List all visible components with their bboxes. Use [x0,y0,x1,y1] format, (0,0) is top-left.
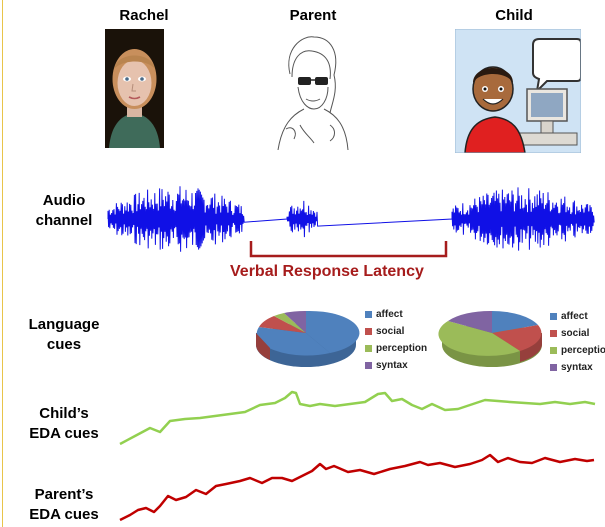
verbal-response-latency-label: Verbal Response Latency [230,263,424,280]
child-cartoon-image [455,29,581,153]
legend2-social-label: social [561,328,590,339]
legend1-perception: perception [365,340,427,357]
pie1-slice-affect-b [256,327,330,356]
legend1-social-label: social [376,326,405,337]
audio-waveform [107,186,595,252]
legend-pie-2: affect social perception syntax [550,308,605,376]
swatch-social-icon [550,330,557,337]
swatch-affect-icon [550,313,557,320]
pie2-slice-social [492,325,542,351]
left-border-rule [2,0,3,527]
legend1-perception-label: perception [376,343,428,354]
pie1-slice-syntax [284,310,306,333]
audio-waveform-path [107,186,595,252]
rachel-avatar-image [105,29,164,148]
legend1-social: social [365,323,427,340]
swatch-perception-icon [550,347,557,354]
label-audio-channel: Audio channel [24,191,104,231]
label-audio-line1: Audio [42,192,86,209]
legend2-syntax-label: syntax [561,362,593,373]
latency-bracket [249,241,448,258]
pie-chart-1 [256,310,360,367]
legend2-social: social [550,325,605,342]
legend2-perception-label: perception [561,345,605,356]
child-eda-trace [119,390,596,446]
swatch-syntax-icon [550,364,557,371]
swatch-affect-icon [365,311,372,318]
legend2-syntax: syntax [550,359,605,376]
parent-sketch-image [270,29,354,150]
label-parent-eda-line2: EDA cues [29,506,99,523]
legend1-syntax-label: syntax [376,360,408,371]
label-child-eda-line1: Child’s [39,405,89,422]
label-child-eda-line2: EDA cues [29,425,99,442]
pie1-slice-perception [274,313,306,333]
legend1-syntax: syntax [365,357,427,374]
header-child: Child [495,7,533,24]
label-audio-line2: channel [35,212,93,229]
pie2-slice-perception [438,321,520,356]
swatch-social-icon [365,328,372,335]
legend1-affect: affect [365,306,427,323]
swatch-syntax-icon [365,362,372,369]
header-parent: Parent [289,7,337,24]
pie1-slice-social [259,316,306,333]
parent-eda-trace [119,453,595,522]
label-language-cues: Language cues [22,315,106,355]
header-rachel: Rachel [119,7,169,24]
pie1-slice-affect [306,310,360,353]
label-language-line1: Language [28,316,100,333]
legend2-affect-label: affect [561,311,588,322]
legend-pie-1: affect social perception syntax [365,306,427,374]
legend2-perception: perception [550,342,605,359]
label-parent-eda: Parent’s EDA cues [20,485,108,525]
pie2-slice-affect [492,311,538,333]
pie-chart-2 [438,310,542,367]
legend2-affect: affect [550,308,605,325]
swatch-perception-icon [365,345,372,352]
label-language-line2: cues [46,336,82,353]
label-parent-eda-line1: Parent’s [34,486,94,503]
label-child-eda: Child’s EDA cues [20,404,108,444]
legend1-affect-label: affect [376,309,403,320]
pie2-slice-syntax [448,310,492,333]
